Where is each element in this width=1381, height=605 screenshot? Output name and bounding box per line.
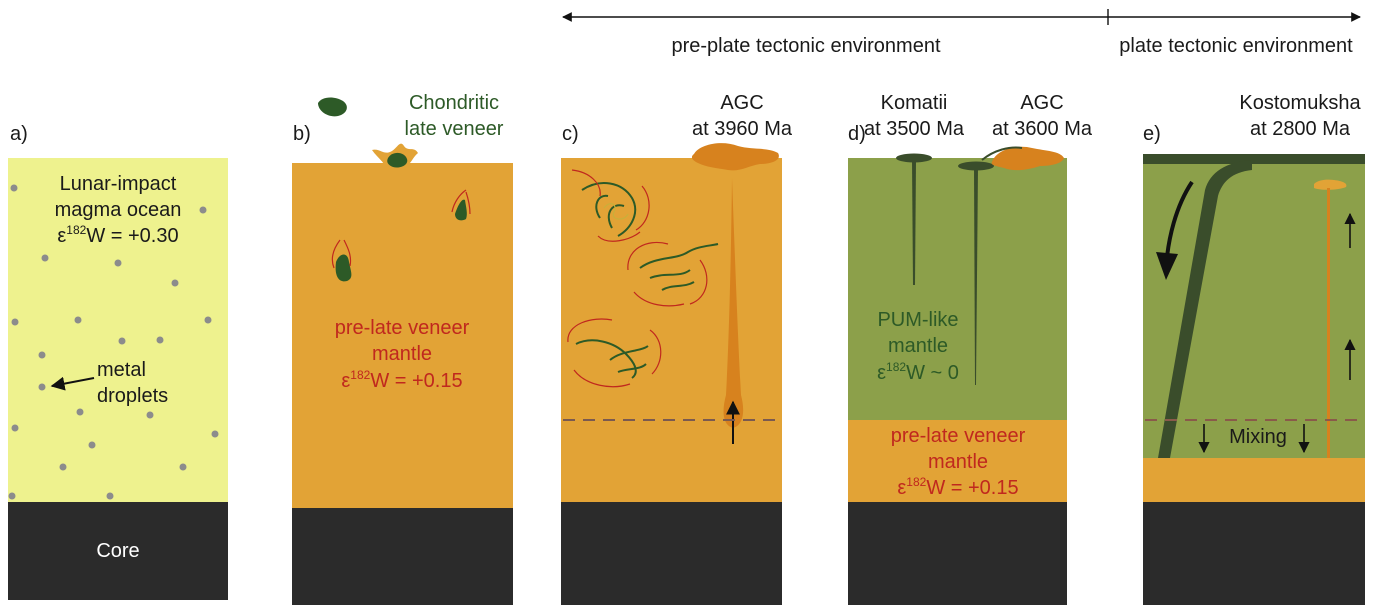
metal-droplets-label-line2: droplets <box>97 385 168 407</box>
agc-title-line2: at 3960 Ma <box>692 118 793 140</box>
panel-a: a) Lunar-impact magma ocean ε182W = +0.3… <box>8 123 228 600</box>
pre-late-veneer-mantle-layer <box>292 163 513 508</box>
falling-late-veneer-blob <box>318 97 347 117</box>
mixing-veneer-swirl-2 <box>627 241 719 307</box>
impact-late-veneer-blob <box>387 152 408 168</box>
plate-tectonic-label: plate tectonic environment <box>1119 35 1353 57</box>
sinking-veneer-trail-2 <box>451 189 471 215</box>
mantle-label-line1: pre-late veneer <box>335 317 470 339</box>
agc-title-line1: AGC <box>720 92 763 114</box>
second-komatii-plume-head <box>958 161 994 171</box>
panel-b-letter: b) <box>293 123 311 145</box>
magma-ocean-layer <box>8 158 228 502</box>
magma-ocean-epsilon: ε182W = +0.30 <box>57 223 178 247</box>
pre-late-veneer-mantle-layer <box>848 420 1067 502</box>
sinking-veneer-trail-1 <box>331 239 352 269</box>
mantle-epsilon: ε182W = +0.15 <box>897 475 1018 499</box>
mantle-epsilon: ε182W = +0.15 <box>341 368 462 392</box>
lithosphere-layer <box>1143 154 1365 164</box>
mixing-veneer-swirl-3 <box>567 318 662 388</box>
core-layer <box>1143 502 1365 605</box>
pum-epsilon: ε182W ~ 0 <box>877 360 959 384</box>
panel-b: b) Chondritic late veneer pre-late venee… <box>292 92 513 605</box>
kostomuksha-plume-stem <box>1327 188 1330 458</box>
agc-plume-head <box>991 146 1064 171</box>
magma-ocean-label-line2: magma ocean <box>55 199 182 221</box>
mantle-label-line2: mantle <box>372 343 432 365</box>
komatii-label-line2: at 3500 Ma <box>864 118 965 140</box>
core-layer <box>292 508 513 605</box>
agc-plume-edge <box>981 146 1023 161</box>
mixing-veneer-swirl-1 <box>571 169 650 242</box>
mantle-label-line1: pre-late veneer <box>891 425 1026 447</box>
agc-label-line1: AGC <box>1020 92 1063 114</box>
core-layer <box>848 502 1067 605</box>
pre-late-veneer-mantle-layer <box>561 158 782 502</box>
panel-e-letter: e) <box>1143 123 1161 145</box>
kostomuksha-title-line1: Kostomuksha <box>1239 92 1361 114</box>
core-layer <box>8 502 228 600</box>
mixing-label: Mixing <box>1229 426 1287 448</box>
pum-label-line2: mantle <box>888 335 948 357</box>
pum-label-line1: PUM-like <box>877 309 958 331</box>
panel-c-letter: c) <box>562 123 579 145</box>
timeline: pre-plate tectonic environment plate tec… <box>562 9 1361 57</box>
komatii-plume-stem <box>912 160 916 285</box>
agc-plume-head <box>691 143 779 171</box>
core-label: Core <box>96 540 139 562</box>
agc-plume-stem <box>723 178 744 428</box>
metal-droplets-label-line1: metal <box>97 359 146 381</box>
mantle-label-line2: mantle <box>928 451 988 473</box>
panel-c: c) AGC at 3960 Ma <box>561 92 793 605</box>
magma-ocean-label-line1: Lunar-impact <box>60 173 177 195</box>
veneer-label-line1: Chondritic <box>409 92 499 114</box>
panel-d-letter: d) <box>848 123 866 145</box>
komatii-label-line1: Komatii <box>881 92 948 114</box>
panel-a-letter: a) <box>10 123 28 145</box>
sinking-veneer-blob-1 <box>335 254 352 282</box>
agc-label-line2: at 3600 Ma <box>992 118 1093 140</box>
panel-d: d) Komatii at 3500 Ma AGC at 3600 Ma PUM… <box>848 92 1093 605</box>
metal-droplets <box>8 184 219 500</box>
pum-like-mantle-layer <box>848 158 1067 420</box>
pre-plate-tectonic-label: pre-plate tectonic environment <box>671 35 940 57</box>
subducting-slab <box>1158 160 1252 458</box>
veneer-label-line2: late veneer <box>405 118 504 140</box>
kostomuksha-plume-head <box>1314 179 1347 190</box>
core-layer <box>561 502 782 605</box>
subduction-arrow-head <box>1156 252 1178 280</box>
kostomuksha-title-line2: at 2800 Ma <box>1250 118 1351 140</box>
metal-droplets-pointer-arrow <box>50 376 95 391</box>
sinking-veneer-blob-2 <box>455 199 467 221</box>
pre-late-veneer-mantle-layer <box>1143 458 1365 502</box>
second-komatii-plume-stem <box>974 168 978 385</box>
komatii-plume-head <box>896 153 932 163</box>
panel-e: e) Kostomuksha at 2800 Ma Mixing <box>1143 92 1365 605</box>
